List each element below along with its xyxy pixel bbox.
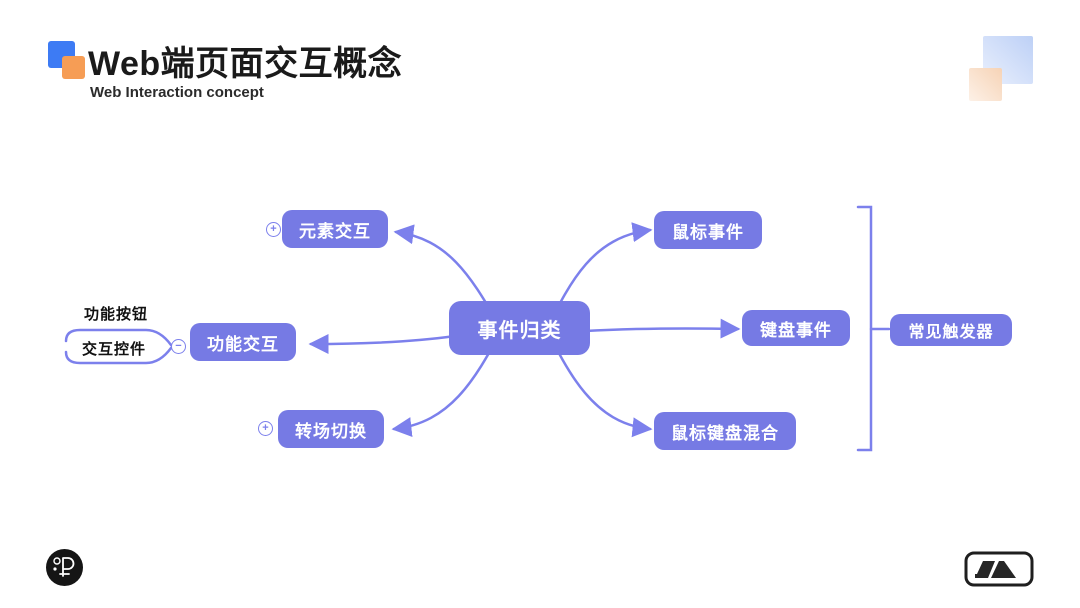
orange-square-icon [62,56,85,79]
node-event-category[interactable]: 事件归类 [449,301,590,355]
edge-center-to-keyboard [583,318,741,339]
node-function-interaction[interactable]: 功能交互 [190,323,296,361]
node-common-triggers[interactable]: 常见触发器 [890,314,1012,346]
decor-orange-square [969,68,1002,101]
node-mouse-keyboard-mixed[interactable]: 鼠标键盘混合 [654,412,796,450]
node-transition-switch[interactable]: 转场切换 [278,410,384,448]
title-bullet-icon [48,41,90,83]
collapse-toggle-icon[interactable]: − [171,339,186,354]
badge-brand-logo [964,550,1036,588]
node-element-interaction[interactable]: 元素交互 [282,210,388,248]
page-title: Web端页面交互概念 [88,45,403,83]
summary-bracket [856,205,873,452]
badge-brand-logo-glyph [964,551,1034,587]
expand-toggle-icon[interactable]: + [258,421,273,436]
node-mouse-events[interactable]: 鼠标事件 [654,211,762,249]
circle-brand-logo [46,549,83,586]
expand-toggle-icon[interactable]: + [266,222,281,237]
corner-decoration [950,0,1080,110]
label-interaction-control[interactable]: 交互控件 [82,341,147,358]
edge-center-to-function [308,333,457,354]
page-subtitle: Web Interaction concept [90,84,264,101]
node-keyboard-events[interactable]: 键盘事件 [742,310,850,346]
label-function-button[interactable]: 功能按钮 [84,306,149,323]
circle-brand-logo-glyph [53,557,75,577]
